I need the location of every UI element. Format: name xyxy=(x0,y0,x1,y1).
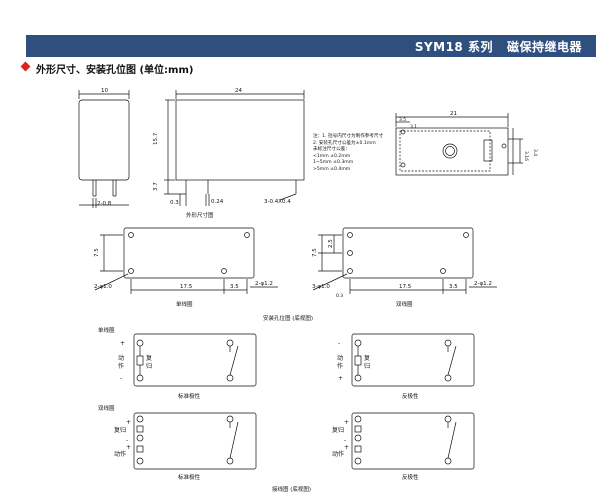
w4-action: 动作 xyxy=(332,450,344,458)
caption-mounting: 安装孔位图 (底视图) xyxy=(263,316,314,322)
dim-hole-double-left: 3-φ1.0 xyxy=(312,284,330,290)
dim-pin-section: 3-0.4X0.4 xyxy=(264,199,291,205)
note-line: >5mm ±0.4mm xyxy=(313,166,351,172)
note-line: 未标注尺寸公差： xyxy=(313,147,350,153)
mount-double xyxy=(312,227,497,294)
w1-act2: 作 xyxy=(118,362,124,370)
wiring-double-standard xyxy=(133,412,257,470)
dim-top-3-5: 3.5 xyxy=(399,117,406,123)
header-bar: SYM18 系列 磁保持继电器 xyxy=(26,35,596,57)
dim-front-width: 10 xyxy=(101,88,108,94)
dim-hole-0-3: 0.3 xyxy=(336,293,343,299)
dim-hole-pitch-v: 7.5 xyxy=(94,248,100,257)
w3-reset: 复归 xyxy=(114,426,126,434)
dim-height: 15.7 xyxy=(153,132,159,145)
w4-minus: - xyxy=(344,437,346,444)
note-line: 1~5mm ±0.3mm xyxy=(313,160,354,166)
wiring-single-standard xyxy=(133,333,257,387)
section-title: 外形尺寸、安装孔位图 (单位:mm) xyxy=(36,65,194,76)
caption-outline: 外形尺寸图 xyxy=(186,213,214,219)
dim-top-3-16: 3.16 xyxy=(523,151,529,161)
caption-double-coil: 双线圈 xyxy=(396,302,413,308)
w4-plus: + xyxy=(344,419,349,426)
dim-top-3-4: 3.4 xyxy=(532,149,538,156)
dim-hole-single-left: 2-φ1.0 xyxy=(94,284,112,290)
w1-plus: + xyxy=(120,340,125,347)
w2-act1: 动 xyxy=(337,355,343,362)
caption-single-coil: 单线圈 xyxy=(176,302,193,308)
note-line: 注：1. 括号内尺寸为制作参考尺寸 xyxy=(313,134,384,139)
w2-minus: - xyxy=(338,340,340,347)
note-line: 2. 安装孔尺寸公差为±0.1mm xyxy=(313,140,376,146)
caption-single-coil-label: 单线圈 xyxy=(98,328,115,334)
dim-side-length: 24 xyxy=(235,88,242,94)
w1-reset1: 复 xyxy=(146,354,152,362)
w1-reset2: 归 xyxy=(146,362,152,370)
w3-minus: - xyxy=(126,437,128,444)
dim-pin-length: 3.7 xyxy=(153,182,159,191)
w3-action: 动作 xyxy=(114,450,126,458)
w2-reset2: 归 xyxy=(364,362,370,370)
caption-wiring: 接线图 (底视图) xyxy=(272,487,312,493)
w2-act2: 作 xyxy=(337,362,343,370)
dim-hole-2-5: 2.5 xyxy=(328,239,334,248)
mount-single xyxy=(94,227,278,294)
wiring-single-reverse xyxy=(351,333,475,387)
dim-hole-3-5: 3.5 xyxy=(230,284,239,290)
w1-act1: 动 xyxy=(118,355,124,362)
dim-hole-double-right: 2-φ1.2 xyxy=(474,281,492,287)
dim-hole-pitch-v-double: 7.5 xyxy=(312,248,318,257)
header-title: SYM18 系列 磁保持继电器 xyxy=(414,40,582,54)
notes-block: 注：1. 括号内尺寸为制作参考尺寸 2. 安装孔尺寸公差为±0.1mm 未标注尺… xyxy=(313,134,389,174)
dim-hole-3-5-double: 3.5 xyxy=(449,284,458,290)
dim-pin-spacing: 2-0.8 xyxy=(97,201,112,207)
w3-plus: + xyxy=(126,419,131,426)
w3-plus2: + xyxy=(126,444,131,451)
caption-standard-polarity: 标准极性 xyxy=(178,394,201,400)
dim-pin-thickness: 0.24 xyxy=(211,199,224,205)
note-line: <1mm ±0.2mm xyxy=(313,153,351,159)
dim-top-21: 21 xyxy=(450,111,457,117)
caption-standard-polarity-2: 标准极性 xyxy=(178,475,201,481)
w1-minus: - xyxy=(120,375,122,382)
w4-plus2: + xyxy=(344,444,349,451)
dim-hole-single: 2-φ1.2 xyxy=(255,281,273,287)
dim-top-3-1: 3.1 xyxy=(410,124,417,130)
caption-double-coil-label: 双线圈 xyxy=(98,406,115,412)
w4-reset: 复归 xyxy=(332,426,344,434)
wiring-double-reverse xyxy=(351,412,475,470)
front-view xyxy=(78,90,130,208)
w2-reset1: 复 xyxy=(364,354,370,362)
side-view xyxy=(164,90,305,206)
caption-reverse-polarity-2: 反极性 xyxy=(402,475,419,481)
w2-plus: + xyxy=(338,375,343,382)
top-view xyxy=(395,113,523,176)
dim-hole-pitch-h-double: 17.5 xyxy=(399,284,412,290)
dim-hole-pitch-h: 17.5 xyxy=(180,284,193,290)
dim-pin-offset: 0.3 xyxy=(170,200,179,206)
caption-reverse-polarity: 反极性 xyxy=(402,394,419,400)
